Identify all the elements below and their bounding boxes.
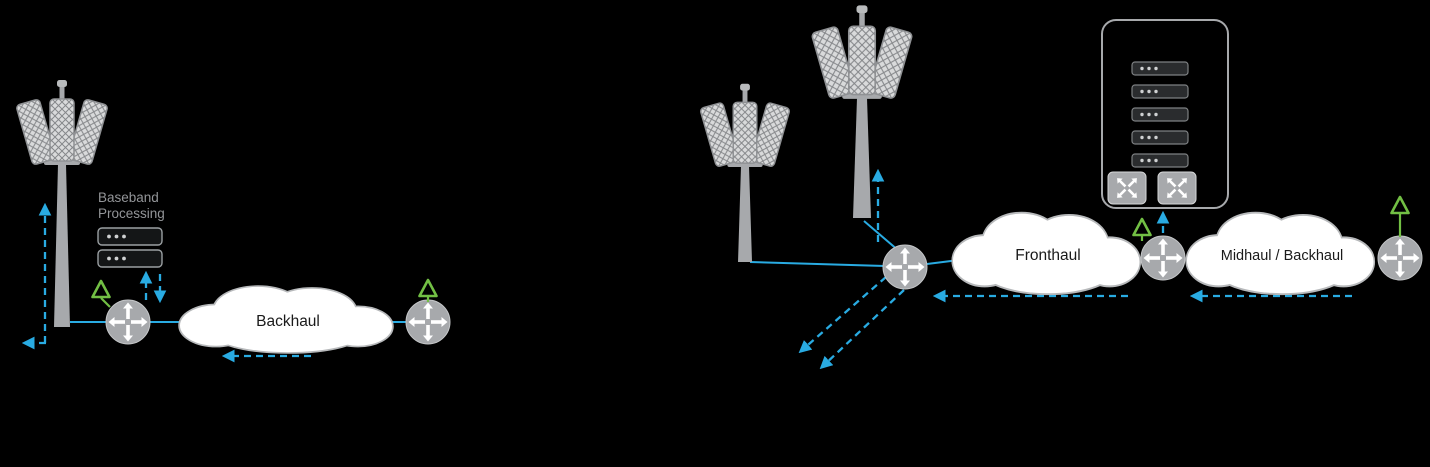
baseband-server-icon: [97, 249, 163, 268]
gnss-stem: [100, 297, 111, 308]
data-center-enclosure: [1101, 19, 1229, 209]
cell-tower-icon: [811, 5, 912, 218]
backhaul-cloud-label: Backhaul: [256, 313, 320, 330]
fronthaul-cloud-label: Fronthaul: [1015, 247, 1080, 264]
baseband-label-line1: Baseband: [98, 190, 159, 205]
disaggregated-ran-diagram: Fronthaul Midhaul / Backhaul: [700, 5, 1422, 370]
macro-cell-site-diagram: Backhaul Baseband Processing: [16, 80, 450, 363]
switch-icon: [1158, 172, 1196, 204]
gnss-antenna-icon: [1132, 217, 1152, 237]
gnss-antenna-icon: [418, 278, 438, 298]
server-icon: [1131, 84, 1189, 99]
aggregation-router-icon: [1141, 236, 1185, 280]
server-icon: [1131, 107, 1189, 122]
remote-site-sync-arrow: [798, 276, 887, 354]
remote-site-sync-arrow: [819, 289, 905, 370]
tower-to-router-link: [863, 220, 900, 252]
midhaul-backhaul-cloud-label: Midhaul / Backhaul: [1221, 248, 1344, 264]
cell-site-router-icon: [883, 245, 927, 289]
baseband-server-icon: [97, 227, 163, 246]
backhaul-edge-router-icon: [406, 300, 450, 344]
server-icon: [1131, 61, 1189, 76]
core-router-icon: [1378, 236, 1422, 280]
cell-site-router-icon: [106, 300, 150, 344]
baseband-label-line2: Processing: [98, 206, 165, 221]
gnss-antenna-icon: [1390, 195, 1410, 215]
gnss-antenna-icon: [91, 279, 111, 299]
tower-to-router-link: [749, 261, 886, 267]
cell-tower-icon: [700, 84, 790, 262]
server-icon: [1131, 130, 1189, 145]
server-icon: [1131, 153, 1189, 168]
cell-tower-icon: [16, 80, 108, 327]
switch-icon: [1108, 172, 1146, 204]
